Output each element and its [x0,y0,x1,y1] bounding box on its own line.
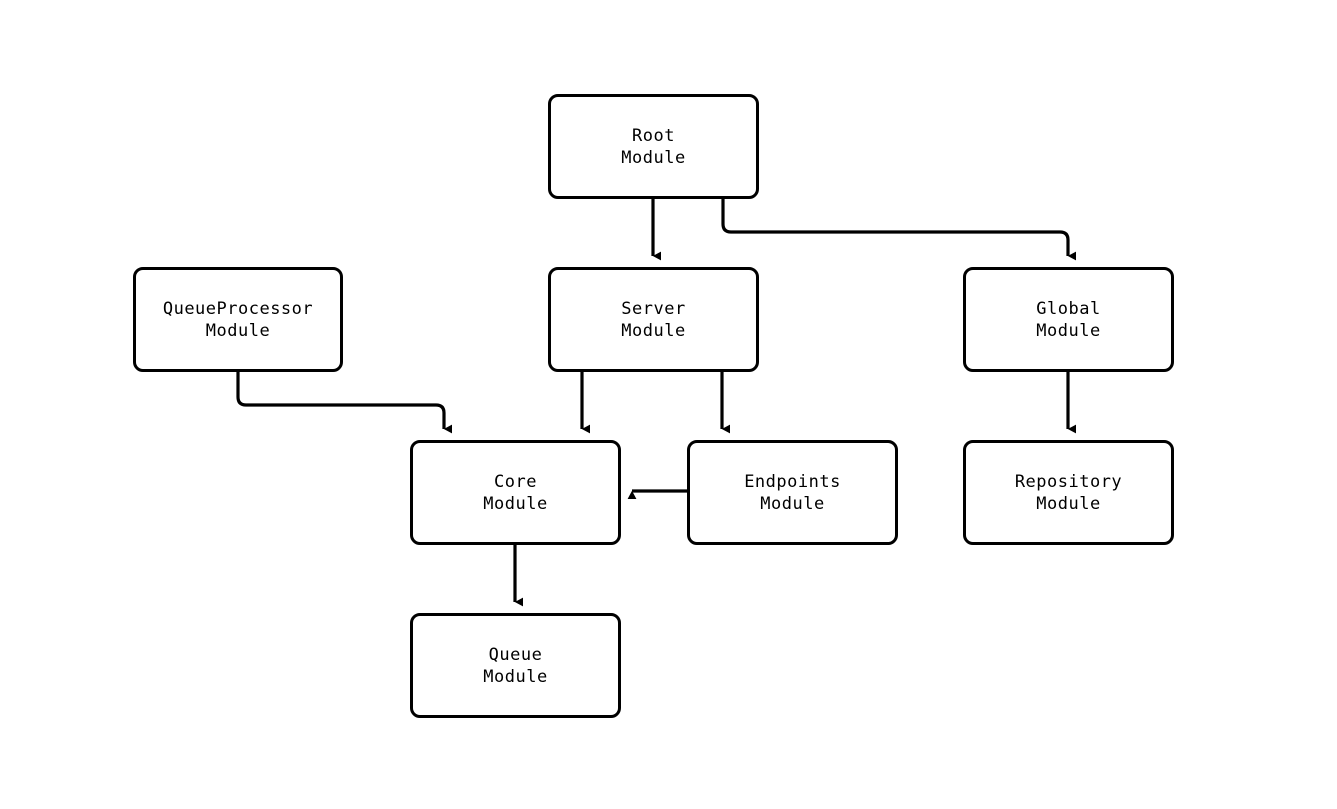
node-endpoints-line1: Endpoints [744,471,841,492]
node-root-line1: Root [632,125,675,146]
node-queueprocessor-line1: QueueProcessor [162,298,314,319]
node-queueprocessor-line2: Module [205,320,271,341]
node-repository[interactable]: Repository Module [963,440,1174,545]
node-server-line2: Module [621,320,686,341]
node-core-line1: Core [494,471,537,492]
node-server[interactable]: Server Module [548,267,759,372]
node-core[interactable]: Core Module [410,440,621,545]
node-global-line2: Module [1036,320,1101,341]
node-endpoints[interactable]: Endpoints Module [687,440,898,545]
node-queue[interactable]: Queue Module [410,613,621,718]
node-repository-line2: Module [1036,493,1101,514]
node-root-line2: Module [621,147,686,168]
edge-root-to-global [721,199,1076,261]
node-global[interactable]: Global Module [963,267,1174,372]
node-global-line1: Global [1036,298,1101,319]
node-queue-line2: Module [483,666,548,687]
node-queue-line1: Queue [488,644,543,665]
node-core-line2: Module [483,493,548,514]
node-queueprocessor[interactable]: QueueProcessor Module [133,267,343,372]
node-endpoints-line2: Module [760,493,825,514]
node-root[interactable]: Root Module [548,94,759,199]
node-server-line1: Server [621,298,686,319]
edge-queueprocessor-to-core [236,372,452,434]
node-repository-line1: Repository [1014,471,1123,492]
